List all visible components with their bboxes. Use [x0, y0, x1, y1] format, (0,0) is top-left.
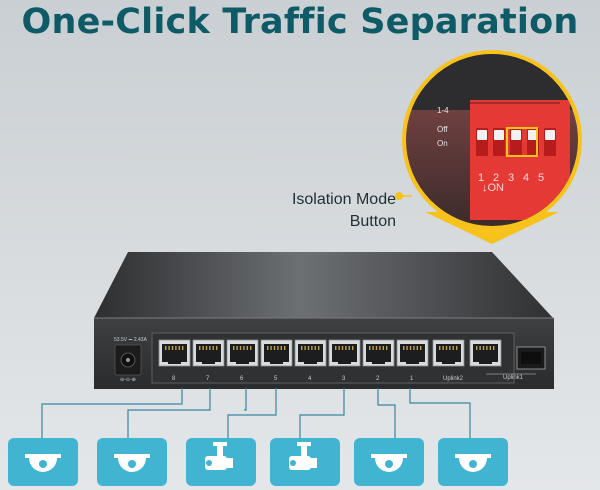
dip-side-label: 1-4: [437, 106, 449, 115]
port-number-label: 4: [308, 376, 312, 382]
callout-line-2: Button: [349, 213, 396, 230]
dip-number-label: 5: [538, 172, 544, 184]
uplink-port[interactable]: [432, 339, 465, 367]
port-number-label: 2: [376, 376, 380, 382]
port-number-label: 7: [206, 376, 210, 382]
port-number-label: 3: [342, 376, 346, 382]
device-tile: [438, 438, 508, 486]
rj45-port[interactable]: [192, 339, 225, 367]
dip-side-label: On: [437, 139, 448, 148]
dip-switch-3[interactable]: [510, 128, 522, 156]
rj45-port[interactable]: [294, 339, 327, 367]
dip-switch-2[interactable]: [493, 128, 505, 156]
dome-camera-icon: [371, 454, 407, 472]
cable-line: [127, 388, 211, 440]
port-number-label: 8: [172, 376, 176, 382]
dip-on-label: ↓ON: [482, 182, 504, 194]
power-jack: [114, 344, 142, 376]
rj45-port[interactable]: [260, 339, 293, 367]
cable-line: [41, 388, 183, 440]
port-number-label: 1: [410, 376, 414, 382]
cable-line: [409, 388, 471, 440]
dip-number-label: 4: [523, 172, 529, 184]
magnifier-lens: [402, 50, 582, 230]
cable-line: [377, 388, 396, 440]
device-tile: [8, 438, 78, 486]
dip-switch-5[interactable]: [544, 128, 556, 156]
uplink1-label: Uplink1: [503, 375, 524, 381]
dip-switch-1[interactable]: [476, 128, 488, 156]
isolation-mode-callout: Isolation Mode Button: [276, 189, 396, 233]
page-title: One-Click Traffic Separation: [21, 2, 579, 42]
selected-dip-highlight: [506, 127, 538, 157]
rj45-port[interactable]: [328, 339, 361, 367]
device-tile: [186, 438, 256, 486]
rj45-port[interactable]: [396, 339, 429, 367]
switch-top: [94, 252, 553, 318]
uplink-port[interactable]: [469, 339, 502, 367]
rj45-port[interactable]: [226, 339, 259, 367]
cable-line: [244, 388, 247, 411]
device-tile: [270, 438, 340, 486]
callout-line-1: Isolation Mode: [291, 191, 396, 208]
uplink2-label: Uplink2: [443, 376, 464, 382]
port-number-label: 5: [274, 376, 278, 382]
dome-camera-icon: [25, 454, 61, 472]
dip-number-label: 3: [508, 172, 514, 184]
cable-line: [227, 388, 277, 440]
device-tile: [97, 438, 167, 486]
dip-number-label: 1: [478, 172, 484, 184]
dome-camera-icon: [455, 454, 491, 472]
power-rating-label: 53.5V ⎓ 2.43A: [114, 337, 148, 343]
dip-number-label: 2: [493, 172, 499, 184]
rj45-port[interactable]: [362, 339, 395, 367]
dip-switch-body: [470, 100, 570, 220]
device-tile: [354, 438, 424, 486]
bullet-camera-icon: [289, 442, 317, 470]
rj45-port[interactable]: [158, 339, 191, 367]
bullet-camera-icon: [205, 442, 233, 470]
port-number-label: 6: [240, 376, 244, 382]
sfp-port: [516, 346, 546, 370]
cable-line: [299, 388, 345, 440]
dip-side-label: Off: [437, 125, 448, 134]
dome-camera-icon: [114, 454, 150, 472]
polarity-symbol: ⊖-⊙-⊕: [120, 377, 136, 383]
